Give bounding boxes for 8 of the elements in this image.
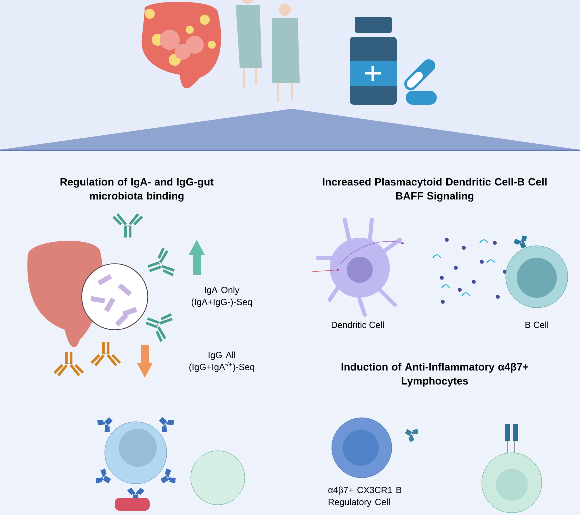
section-heading: Increased Plasmacytoid Dendritic Cell-B Cell BAFF Signaling [323, 178, 547, 202]
section-heading: Induction of Anti-Inflammatory α4β7+ Lymphocytes [342, 363, 528, 387]
annotation: IgG All (IgG+IgA$^{-/+}$)-Seq [190, 352, 254, 372]
cell-label: Dendritic Cell [332, 322, 384, 328]
cell-label: B Cell [526, 322, 548, 328]
annotation: IgA Only (IgA+IgG-)-Seq [192, 286, 252, 308]
cell-label: α4β7+ CX3CR1 B Regulatory Cell [328, 486, 402, 508]
section-heading: Regulation of IgA- and IgG-gut microbiota binding [60, 178, 214, 202]
